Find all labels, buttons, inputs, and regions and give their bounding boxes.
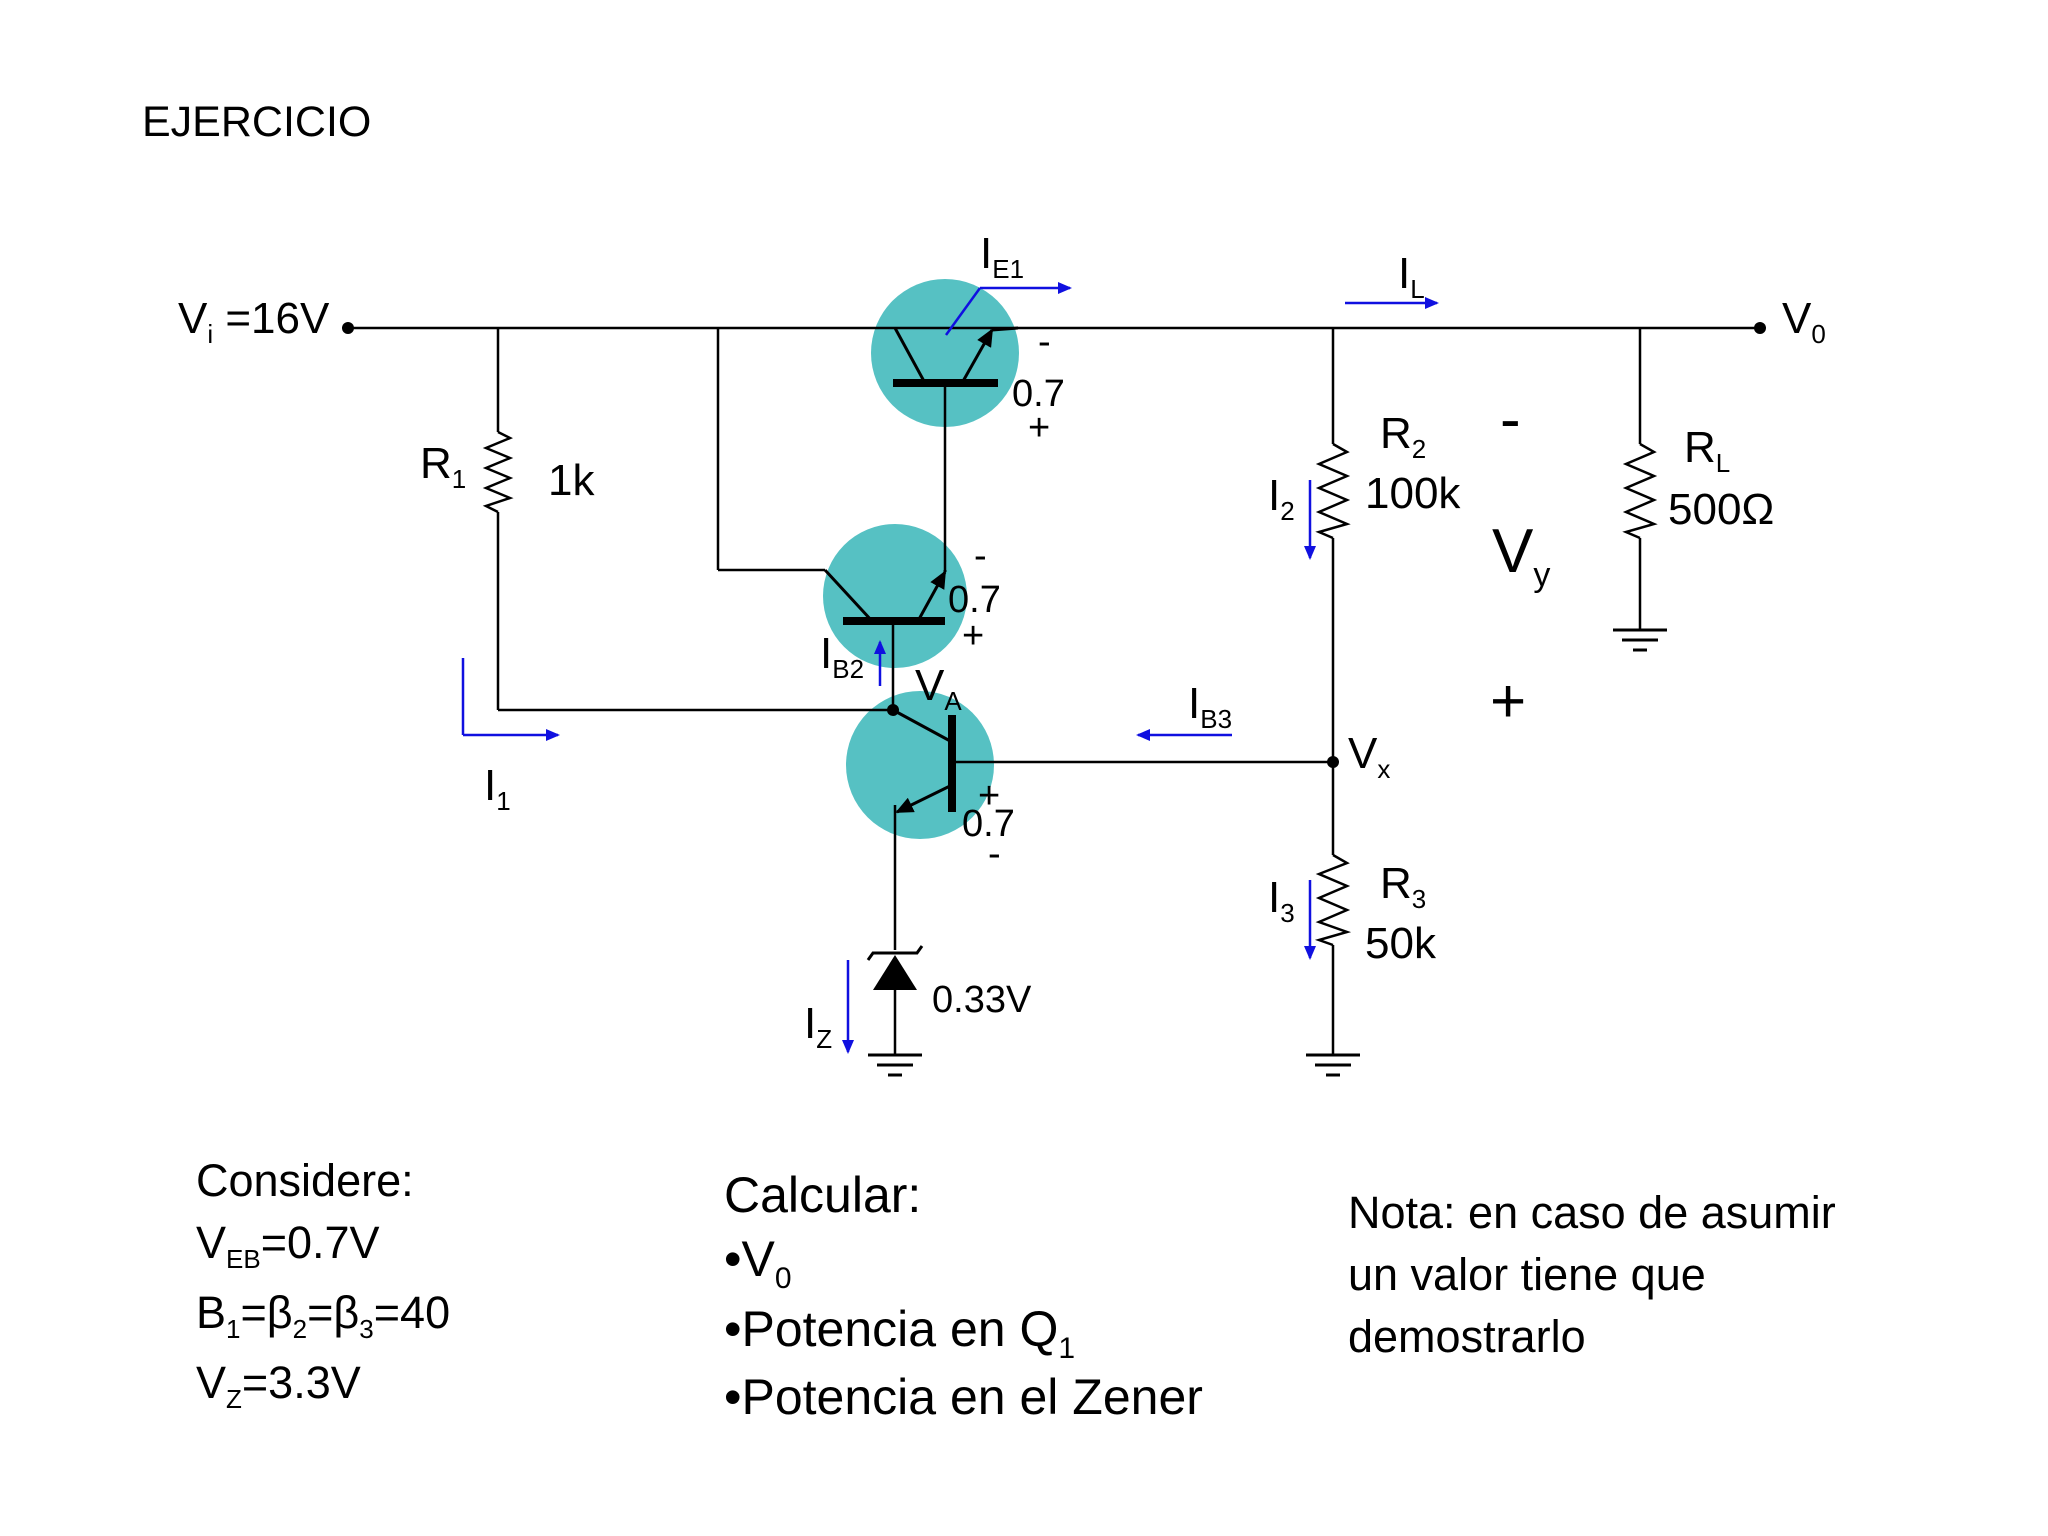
i2-label: I2 <box>1268 471 1295 526</box>
resistor-r2 <box>1315 442 1351 540</box>
resistor-r1 <box>482 430 514 514</box>
va-label: VA <box>915 661 962 716</box>
nota-line-3: demostrarlo <box>1348 1311 1586 1362</box>
zener-value: 0.33V <box>932 979 1032 1021</box>
i1-label: I1 <box>484 761 511 816</box>
transistor-q1-body <box>871 279 1019 427</box>
il-label: IL <box>1398 249 1425 304</box>
q2-plus: + <box>962 615 984 657</box>
ib2-label: IB2 <box>820 629 864 684</box>
vy-plus: + <box>1490 667 1526 736</box>
q1-vbe: 0.7 <box>1012 373 1065 415</box>
calcular-item-potencia-zener: •Potencia en el Zener <box>724 1369 1203 1425</box>
q1-minus: - <box>1038 321 1051 363</box>
vy-label: Vy <box>1492 517 1550 594</box>
r3-value: 50k <box>1365 919 1437 968</box>
rl-name: RL <box>1684 423 1730 478</box>
vx-label: Vx <box>1348 729 1390 784</box>
calcular-heading: Calcular: <box>724 1167 921 1223</box>
ground-rl <box>1613 628 1667 652</box>
vo-label: V0 <box>1782 294 1826 349</box>
transistor-q1 <box>893 326 1019 387</box>
q3-plus: + <box>978 775 1000 817</box>
wires <box>348 326 1760 1055</box>
nota-line-1: Nota: en caso de asumir <box>1348 1187 1836 1238</box>
current-arrows <box>461 282 1439 1054</box>
nota-line-2: un valor tiene que <box>1348 1249 1706 1300</box>
node-va <box>887 704 899 716</box>
calcular-item-vo: •V0 <box>724 1231 792 1295</box>
q2-minus: - <box>974 535 987 577</box>
node-vo <box>1754 322 1766 334</box>
i3-label: I3 <box>1268 873 1295 928</box>
ib3-label: IB3 <box>1188 679 1232 734</box>
iz-label: IZ <box>804 999 832 1054</box>
vi-label: Vi =16V <box>178 294 330 349</box>
q3-vbe: 0.7 <box>962 803 1015 845</box>
q2-vbe: 0.7 <box>948 579 1001 621</box>
transistor-q2 <box>823 568 947 625</box>
page-title: EJERCICIO <box>142 98 371 146</box>
calcular-item-potencia-q1: •Potencia en Q1 <box>724 1301 1075 1365</box>
q1-plus: + <box>1028 407 1050 449</box>
considere-vz: VZ=3.3V <box>196 1357 361 1414</box>
transistor-q3 <box>892 708 956 814</box>
r3-name: R3 <box>1380 859 1426 914</box>
resistor-rl <box>1622 442 1658 540</box>
transistor-q3-body <box>846 691 994 839</box>
considere-beta: B1=β2=β3=40 <box>196 1287 450 1344</box>
calcular-block: Calcular: •V0 •Potencia en Q1 •Potencia … <box>724 1167 1203 1425</box>
transistor-q2-body <box>823 524 967 668</box>
ie1-label: IE1 <box>980 229 1024 284</box>
r1-value: 1k <box>548 456 595 505</box>
ground-r3 <box>1306 1053 1360 1077</box>
r2-value: 100k <box>1365 469 1461 518</box>
considere-block: Considere: VEB=0.7V B1=β2=β3=40 VZ=3.3V <box>196 1155 450 1414</box>
ie1-arrow-diag <box>944 287 982 336</box>
node-vx <box>1327 756 1339 768</box>
nota-block: Nota: en caso de asumir un valor tiene q… <box>1348 1187 1836 1362</box>
vy-minus: - <box>1500 385 1521 454</box>
node-vi <box>342 322 354 334</box>
considere-veb: VEB=0.7V <box>196 1217 380 1274</box>
ground-zener <box>868 1053 922 1077</box>
q3-minus: - <box>988 833 1001 875</box>
r1-name: R1 <box>420 439 466 494</box>
rl-value: 500Ω <box>1668 485 1774 534</box>
considere-heading: Considere: <box>196 1155 414 1206</box>
r2-name: R2 <box>1380 409 1426 464</box>
resistor-r3 <box>1314 853 1352 947</box>
zener-diode <box>866 945 924 990</box>
